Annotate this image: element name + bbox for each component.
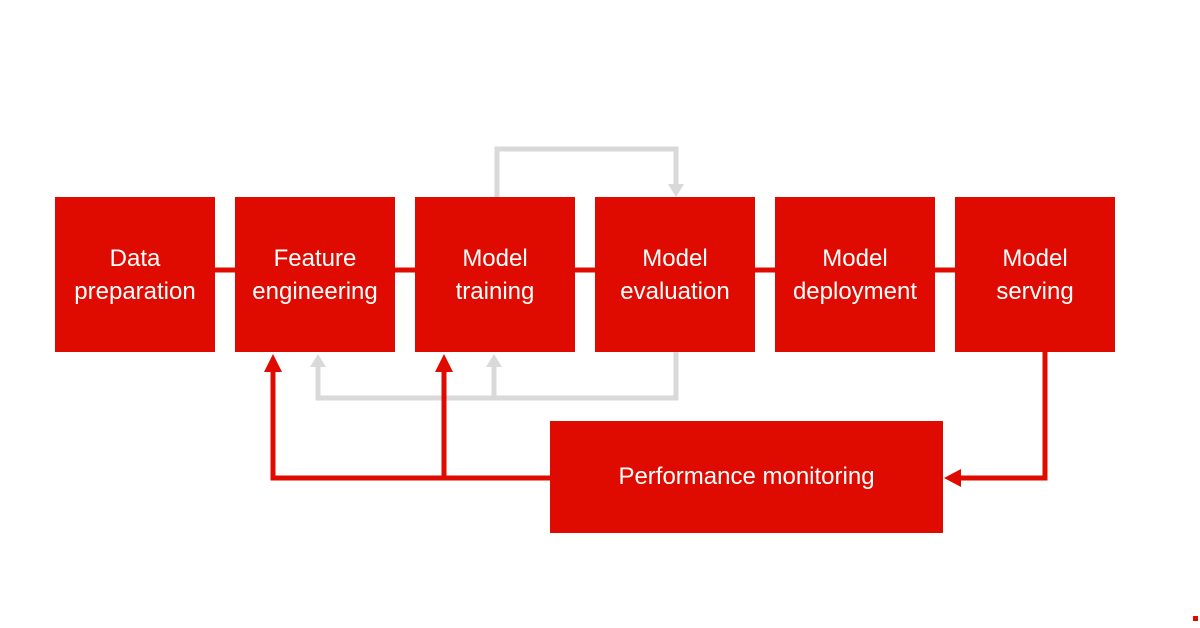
stage-model-training: Model training — [415, 197, 575, 352]
loop-arrow-training-to-evaluation — [494, 146, 679, 197]
stage-feature-engineering: Feature engineering — [235, 197, 395, 352]
arrowhead-into-training — [435, 354, 453, 372]
stage-performance-monitoring: Performance monitoring — [550, 421, 943, 533]
stage-label-feature-engineering: Feature engineering — [252, 244, 378, 305]
stage-model-serving: Model serving — [955, 197, 1115, 352]
stage-label-performance-monitoring: Performance monitoring — [618, 463, 875, 490]
stage-label-data-preparation: Data preparation — [74, 244, 196, 305]
stage-model-deployment: Model deployment — [775, 197, 935, 352]
stage-label-model-evaluation: Model evaluation — [620, 244, 730, 305]
loop-arrowhead-into-feature-engineering — [310, 354, 326, 367]
corner-mark — [1193, 616, 1198, 621]
stage-label-model-deployment: Model deployment — [792, 244, 918, 305]
loop-arrow-evaluation-to-earlier-stages — [315, 352, 679, 401]
stage-label-model-serving: Model serving — [996, 244, 1074, 305]
arrow-monitoring-to-feature-engineering — [270, 370, 550, 481]
loop-arrowhead-into-training — [486, 354, 502, 367]
arrowhead-into-feature-engineering — [264, 354, 282, 372]
stage-data-preparation: Data preparation — [55, 197, 215, 352]
loop-arrowhead-into-evaluation — [668, 184, 684, 197]
arrowhead-into-monitoring — [944, 469, 961, 487]
arrow-serving-to-monitoring — [960, 352, 1048, 481]
stage-label-model-training: Model training — [455, 244, 535, 305]
stage-model-evaluation: Model evaluation — [595, 197, 755, 352]
